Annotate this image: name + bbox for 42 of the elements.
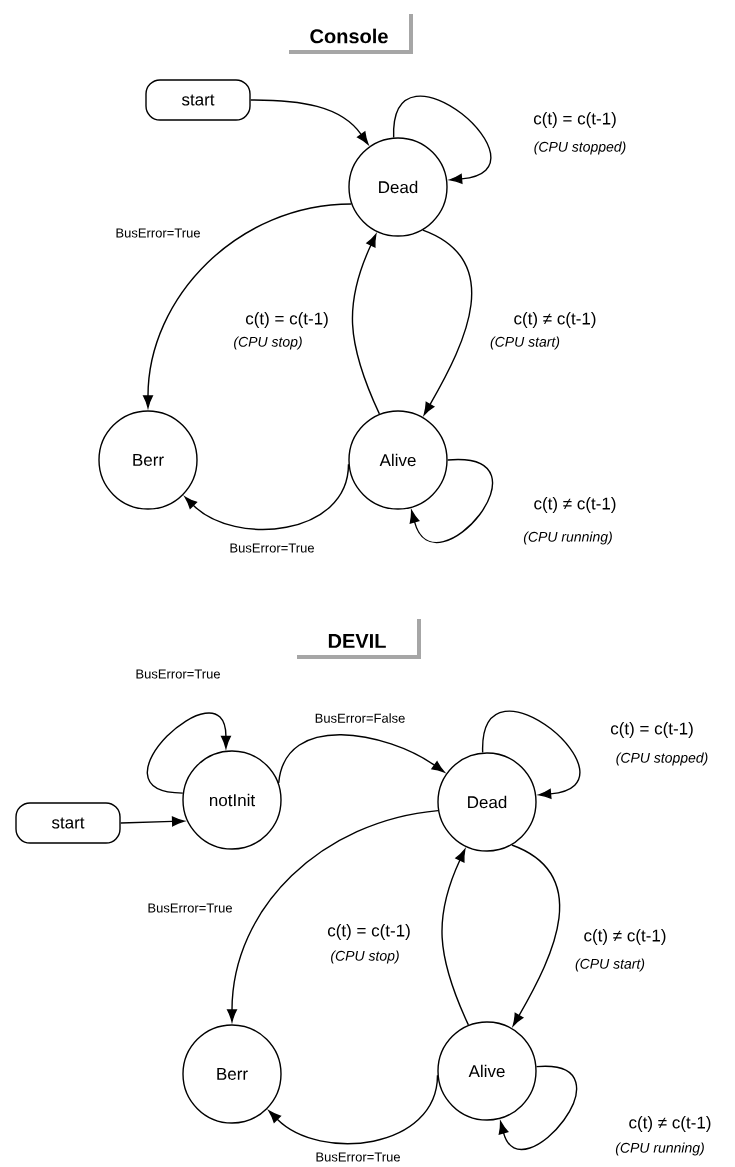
transition-arrow — [146, 712, 231, 794]
edge-label: BusError=True — [134, 668, 222, 680]
annotation: (CPU start) — [490, 336, 560, 350]
edge-label: BusError=True — [114, 227, 202, 239]
edge-label: c(t) ≠ c(t-1) — [512, 311, 598, 329]
transition-arrow — [481, 710, 581, 799]
transition-arrow — [511, 844, 561, 1027]
section-title: Console — [289, 14, 413, 54]
transition-arrow — [143, 203, 352, 409]
start-box: start — [145, 79, 251, 121]
transition-arrow — [184, 463, 350, 530]
annotation: (CPU stopped) — [616, 752, 708, 766]
edge-label: c(t) ≠ c(t-1) — [532, 496, 618, 514]
edge-label: BusError=True — [228, 542, 316, 554]
annotation: (CPU running) — [615, 1142, 704, 1156]
transition-arrow — [392, 95, 492, 184]
transition-arrow — [498, 1065, 577, 1151]
edge-label: BusError=False — [313, 712, 407, 724]
annotation: (CPU running) — [523, 531, 612, 545]
edge-label: c(t) ≠ c(t-1) — [582, 928, 668, 946]
section-title: DEVIL — [297, 619, 421, 659]
transition-arrow — [441, 849, 470, 1026]
annotation: (CPU stopped) — [534, 141, 626, 155]
transition-arrow — [120, 816, 185, 827]
edge-label: c(t) ≠ c(t-1) — [627, 1115, 713, 1133]
edge-label: BusError=True — [314, 1151, 402, 1163]
annotation: (CPU stop) — [234, 336, 302, 350]
transition-arrow — [422, 229, 473, 416]
annotation: (CPU start) — [575, 958, 645, 972]
transition-arrow — [409, 459, 493, 543]
transition-arrow — [268, 1074, 439, 1145]
transition-arrow — [227, 809, 439, 1023]
edge-label: BusError=True — [146, 902, 234, 914]
edge-label: c(t) = c(t-1) — [326, 923, 412, 941]
start-box: start — [15, 802, 121, 844]
edge-label: c(t) = c(t-1) — [532, 111, 618, 129]
edge-label: c(t) = c(t-1) — [609, 721, 695, 739]
transition-arrow — [351, 234, 381, 415]
transition-arrow — [278, 734, 445, 784]
annotation: (CPU stop) — [331, 950, 399, 964]
edge-label: c(t) = c(t-1) — [244, 311, 330, 329]
transition-arrow — [250, 99, 369, 145]
